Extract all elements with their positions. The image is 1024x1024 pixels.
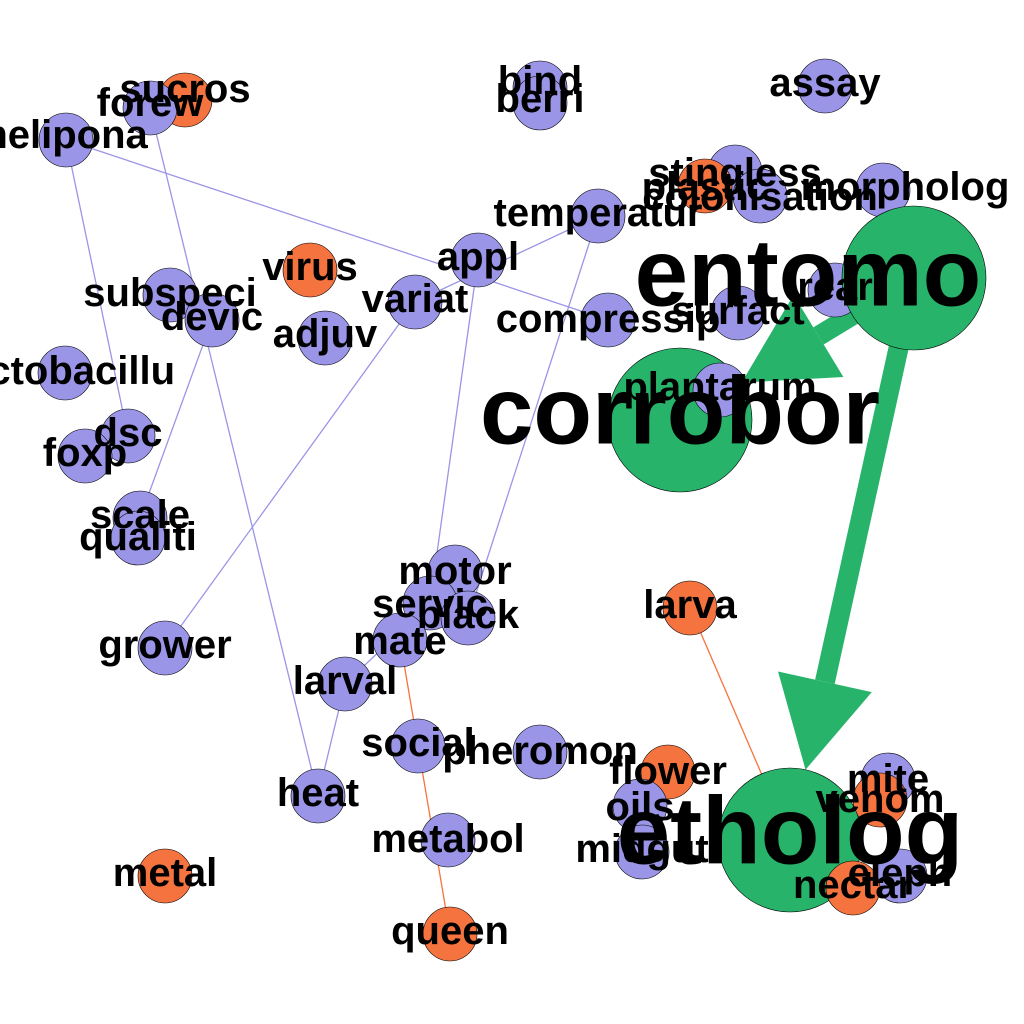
- node-colonisation: [732, 168, 788, 224]
- node-label-devic: devic: [161, 295, 263, 339]
- node-grower: [137, 620, 193, 676]
- node-virus: [282, 242, 338, 298]
- node-label-compress: compressip: [496, 297, 721, 341]
- node-label-larval: larval: [293, 659, 398, 703]
- node-label-queen: queen: [391, 909, 509, 953]
- node-label-surfact: surfact: [671, 289, 804, 333]
- node-label-flower: flower: [609, 749, 727, 793]
- node-melipona: [38, 112, 94, 168]
- node-label-variat: variat: [362, 277, 469, 321]
- node-label-berri: berri: [496, 77, 585, 121]
- node-appl: [450, 232, 506, 288]
- node-compress: [580, 292, 636, 348]
- node-label-temperatur: temperatur: [494, 191, 703, 235]
- node-foxp: [57, 428, 113, 484]
- node-label-foxp: foxp: [43, 431, 127, 475]
- node-queen: [422, 906, 478, 962]
- edge-temperatur-black: [467, 215, 599, 619]
- node-label-plantarum: plantarum: [623, 365, 816, 409]
- node-larva: [662, 580, 718, 636]
- node-label-dsc: dsc: [94, 411, 163, 455]
- node-label-morpholog: morpholog: [801, 165, 1010, 209]
- edge-entomo-etholog: [815, 318, 915, 684]
- node-social: [390, 718, 446, 774]
- node-label-black: black: [417, 593, 520, 637]
- node-etholog: [717, 767, 863, 913]
- node-devic: [184, 292, 240, 348]
- node-label-qualiti: qualiti: [79, 515, 197, 559]
- node-layer: [37, 58, 987, 962]
- node-label-sucros: sucros: [119, 67, 250, 111]
- node-adjuv: [297, 310, 353, 366]
- edge-melipona-compress: [65, 139, 609, 321]
- node-label-larva: larva: [643, 583, 737, 627]
- node-metabol: [420, 812, 476, 868]
- node-berri: [512, 75, 568, 131]
- node-plastic: [677, 158, 733, 214]
- node-label-metal: metal: [113, 851, 218, 895]
- node-label-assay: assay: [769, 61, 881, 105]
- node-subspeci: [142, 267, 198, 323]
- node-lactobacillu: [37, 345, 93, 401]
- arrowhead-entomo-corrobor: [741, 294, 844, 383]
- node-heat: [290, 768, 346, 824]
- node-label-virus: virus: [262, 245, 358, 289]
- node-label-mite: mite: [847, 757, 929, 801]
- node-label-grower: grower: [98, 623, 231, 667]
- edge-melipona-dsc: [65, 139, 129, 437]
- edge-forew-heat: [149, 107, 319, 797]
- node-label-scale: scale: [90, 493, 190, 537]
- edge-mate-queen: [399, 639, 451, 935]
- node-mate: [372, 612, 428, 668]
- node-label-plastic: plastic: [642, 165, 769, 209]
- node-label-mate: mate: [353, 619, 446, 663]
- node-entomo: [841, 205, 987, 351]
- node-label-nectar: nectar: [793, 863, 913, 907]
- node-label-midgut: midgut: [575, 827, 708, 871]
- node-label-stingless: stingless: [648, 151, 821, 195]
- node-forew: [122, 80, 178, 136]
- node-label-motor: motor: [398, 549, 511, 593]
- node-larval: [317, 656, 373, 712]
- node-label-eleph: eleph: [848, 851, 952, 895]
- node-venom: [852, 772, 908, 828]
- node-label-entomo: entomo: [635, 220, 982, 327]
- node-label-oils: oils: [606, 785, 675, 829]
- edge-devic-scale: [139, 319, 213, 519]
- node-label-servic: servic: [372, 582, 488, 626]
- node-label-lactobacillu: lactobacillu: [0, 349, 175, 393]
- node-surfact: [710, 285, 766, 341]
- node-label-rear: rear: [797, 265, 873, 309]
- node-nectar: [825, 860, 881, 916]
- node-label-adjuv: adjuv: [273, 312, 378, 356]
- node-label-venom: venom: [816, 777, 945, 821]
- node-variat: [387, 274, 443, 330]
- node-label-corrobor: corrobor: [480, 358, 880, 465]
- node-label-forew: forew: [97, 81, 205, 125]
- node-midgut: [614, 824, 670, 880]
- node-pheromon: [512, 724, 568, 780]
- node-label-melipona: melipona: [0, 113, 149, 157]
- node-label-colonisation: colonisation: [642, 175, 878, 219]
- edge-appl-servic: [429, 259, 479, 604]
- node-label-bind: bind: [498, 59, 582, 103]
- node-label-pheromon: pheromon: [442, 729, 638, 773]
- node-black: [440, 590, 496, 646]
- node-label-appl: appl: [437, 235, 519, 279]
- node-assay: [797, 58, 853, 114]
- node-temperatur: [570, 188, 626, 244]
- edge-variat-grower: [164, 301, 416, 649]
- node-metal: [137, 848, 193, 904]
- arrowhead-entomo-etholog: [778, 671, 872, 770]
- node-plantarum: [692, 362, 748, 418]
- node-label-subspeci: subspeci: [83, 271, 256, 315]
- node-label-etholog: etholog: [617, 778, 964, 885]
- edge-variat-temperatur: [414, 215, 599, 303]
- node-label-metabol: metabol: [371, 817, 524, 861]
- node-label-social: social: [361, 721, 474, 765]
- node-qualiti: [110, 510, 166, 566]
- node-label-heat: heat: [277, 771, 359, 815]
